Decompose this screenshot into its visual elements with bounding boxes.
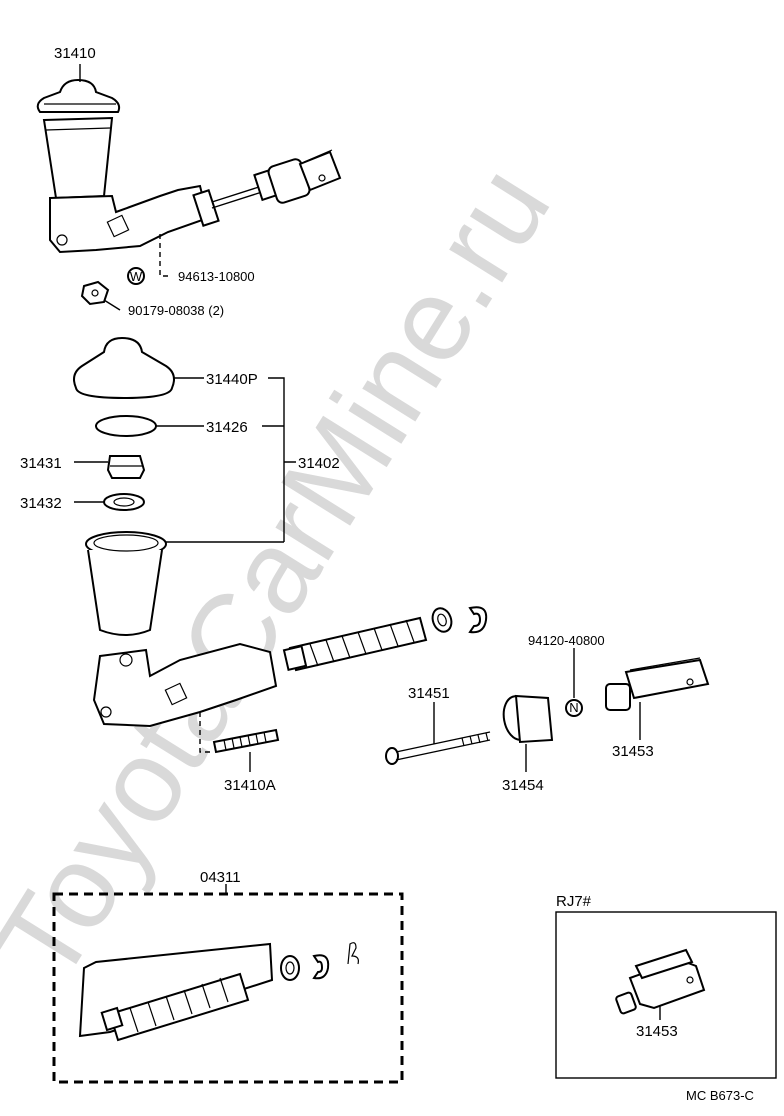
svg-text:N: N bbox=[569, 700, 578, 715]
watermark: ToyotaCarMine.ru bbox=[0, 144, 576, 1004]
cup-ring-part bbox=[431, 607, 453, 633]
kit-clip-part bbox=[347, 942, 359, 965]
stud-bolt-part bbox=[212, 728, 280, 772]
label-31426: 31426 bbox=[206, 419, 248, 436]
label-31410: 31410 bbox=[54, 45, 96, 62]
piston-assembly-part bbox=[282, 616, 428, 672]
master-cylinder-assembly bbox=[36, 78, 342, 277]
diaphragm-part bbox=[95, 415, 204, 437]
push-rod-part bbox=[385, 702, 491, 765]
reservoir-cap-part bbox=[73, 336, 204, 400]
label-04311: 04311 bbox=[200, 869, 241, 886]
label-94120-40800: 94120-40800 bbox=[528, 633, 605, 648]
rj7-variant-box bbox=[555, 911, 777, 1079]
label-31453: 31453 bbox=[612, 743, 654, 760]
washer-w-icon: W bbox=[127, 267, 145, 285]
kit-piston-part bbox=[78, 942, 274, 1042]
clevis-part bbox=[605, 657, 710, 740]
n-marker-icon: N bbox=[565, 648, 583, 717]
kit-box-04311 bbox=[52, 892, 404, 1084]
boot-part bbox=[502, 694, 554, 772]
label-31453-rj7: 31453 bbox=[636, 1023, 678, 1040]
label-90179-08038: 90179-08038 (2) bbox=[128, 303, 224, 318]
label-31454: 31454 bbox=[502, 777, 544, 794]
diagram-code: MC B673-C bbox=[686, 1088, 754, 1103]
label-31410a: 31410A bbox=[224, 777, 276, 794]
label-31431: 31431 bbox=[20, 455, 62, 472]
snap-ring-part bbox=[468, 606, 488, 634]
kit-cup-part bbox=[280, 955, 300, 981]
label-94613-10800: 94613-10800 bbox=[178, 269, 255, 284]
rj7-clevis-part bbox=[615, 948, 706, 1020]
strainer-part bbox=[74, 455, 146, 479]
nut-icon bbox=[80, 280, 121, 311]
svg-text:W: W bbox=[130, 269, 143, 284]
group-bracket-31402 bbox=[262, 377, 296, 542]
label-31432: 31432 bbox=[20, 495, 62, 512]
label-31402: 31402 bbox=[298, 455, 340, 472]
label-31451: 31451 bbox=[408, 685, 450, 702]
label-31440p: 31440P bbox=[206, 371, 258, 388]
grommet-part bbox=[74, 493, 145, 511]
label-rj7: RJ7# bbox=[556, 893, 592, 910]
cylinder-body-part bbox=[92, 642, 278, 753]
kit-snap-ring-part bbox=[312, 954, 330, 980]
reservoir-body-part bbox=[85, 531, 284, 636]
